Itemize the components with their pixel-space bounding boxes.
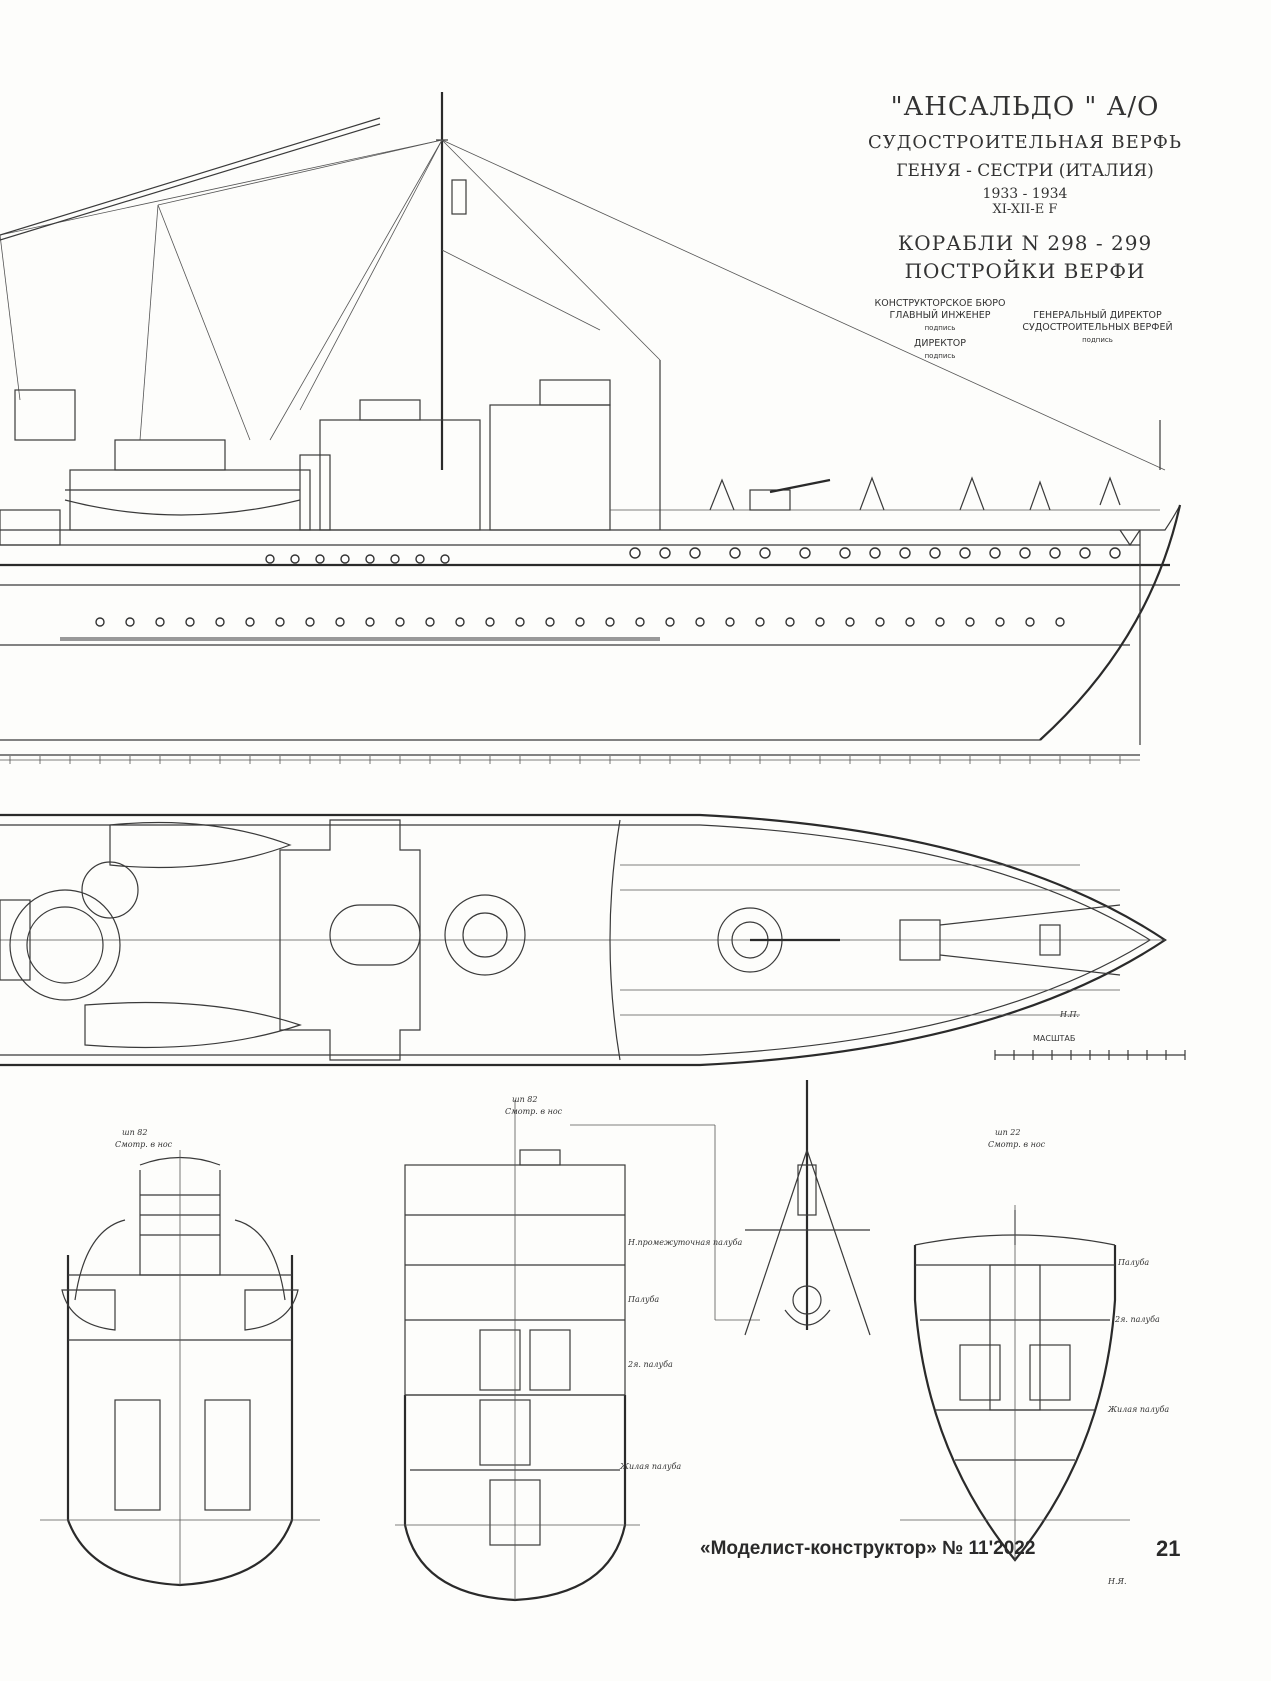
side-profile-view: [0, 92, 1182, 756]
cross-section-right: [900, 1205, 1130, 1562]
cross-section-left: [40, 1150, 320, 1587]
page-number: 21: [1156, 1536, 1181, 1561]
portholes-upper: [265, 547, 1121, 564]
left-section-view: Смотр. в нос: [115, 1140, 173, 1149]
signature-director: ДИРЕКТОР подпись: [870, 338, 1010, 362]
deck-label-mid-upper: Н.промежуточная палуба: [628, 1238, 743, 1247]
signature-chief-engineer: КОНСТРУКТОРСКОЕ БЮРО ГЛАВНЫЙ ИНЖЕНЕР под…: [870, 298, 1010, 334]
deck-label-right-deck: Палуба: [1118, 1258, 1150, 1267]
left-section-frame: шп 82: [122, 1128, 148, 1137]
scale-label: МАСШТАБ: [1033, 1034, 1076, 1043]
deck-label-right-second: 2я. палуба: [1115, 1315, 1160, 1324]
chief-engineer-sign: подпись: [924, 324, 956, 332]
right-section-view: Смотр. в нос: [988, 1140, 1046, 1149]
deck-label-mid-living: Жилая палуба: [620, 1462, 682, 1471]
bureau-label: КОНСТРУКТОРСКОЕ БЮРО: [874, 298, 1006, 309]
yards-label: СУДОСТРОИТЕЛЬНЫХ ВЕРФЕЙ: [1022, 322, 1173, 333]
deck-plan-view: [0, 813, 1167, 1067]
scale-bar: [994, 1050, 1186, 1060]
author-mark-plan: Н.П.: [1060, 1010, 1080, 1019]
portholes-lower: [95, 617, 1065, 627]
chief-engineer-label: ГЛАВНЫЙ ИНЖЕНЕР: [889, 310, 991, 321]
yard-name: "АНСАЛЬДО " А/О: [890, 92, 1160, 122]
director-sign: подпись: [924, 352, 956, 360]
middle-section-frame: шп 82: [512, 1095, 538, 1104]
middle-section-view: Смотр. в нос: [505, 1107, 563, 1116]
cross-section-middle: [395, 1100, 760, 1602]
director-label: ДИРЕКТОР: [913, 338, 966, 349]
project-code: XI-XII-E F: [992, 202, 1058, 217]
built-by: ПОСТРОЙКИ ВЕРФИ: [904, 259, 1146, 283]
ships-numbers: КОРАБЛИ N 298 - 299: [897, 231, 1153, 255]
author-mark-section: Н.Я.: [1108, 1577, 1127, 1586]
deck-label-right-living: Жилая палуба: [1108, 1405, 1170, 1414]
general-director-sign: подпись: [1082, 336, 1113, 344]
general-director-label: ГЕНЕРАЛЬНЫЙ ДИРЕКТОР: [1033, 310, 1162, 321]
years: 1933 - 1934: [982, 186, 1068, 202]
deck-label-mid-deck: Палуба: [628, 1295, 660, 1304]
location: ГЕНУЯ - СЕСТРИ (ИТАЛИЯ): [896, 161, 1154, 181]
signature-general-director: ГЕНЕРАЛЬНЫЙ ДИРЕКТОР СУДОСТРОИТЕЛЬНЫХ ВЕ…: [1010, 310, 1185, 346]
title-block: "АНСАЛЬДО " А/О СУДОСТРОИТЕЛЬНАЯ ВЕРФЬ Г…: [860, 92, 1190, 283]
subtitle: СУДОСТРОИТЕЛЬНАЯ ВЕРФЬ: [868, 132, 1182, 153]
right-section-frame: шп 22: [995, 1128, 1021, 1137]
magazine-footer: «Моделист-конструктор» № 11'2022: [700, 1538, 1036, 1559]
mast-front-view: [744, 1080, 871, 1336]
deck-label-mid-second: 2я. палуба: [628, 1360, 673, 1369]
frame-stations-scale: [0, 756, 1140, 764]
